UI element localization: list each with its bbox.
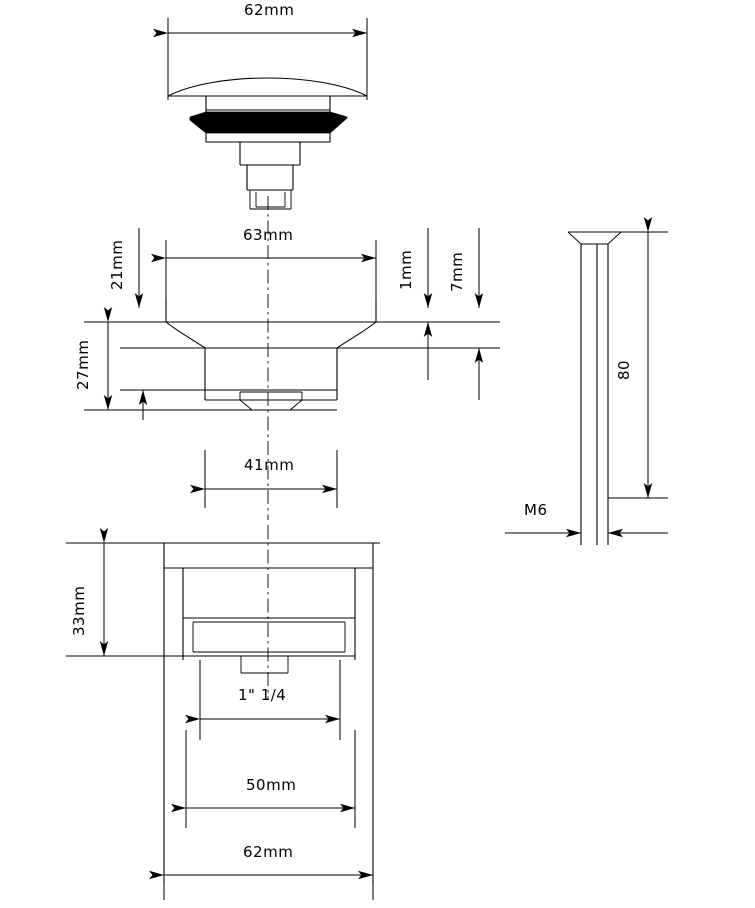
bottom-view-group: 33mm 1" 1/4 50mm 62mm [66,528,380,900]
gasket-seal-band [189,111,348,134]
dim-label-1mm: 1mm [397,250,415,290]
top-view-group: 62mm [153,1,368,210]
flange-fillet-left [165,321,206,349]
cap-dome-profile [167,77,368,97]
dim-label-m6: M6 [524,501,548,519]
dim-label-63mm: 63mm [243,226,293,244]
dim-label-33mm: 33mm [70,586,88,636]
dim-label-21mm: 21mm [108,240,126,290]
rod-view-group: 80 M6 [505,217,668,545]
rod-head-chamfer-left [567,231,582,245]
flange-fillet-right [336,321,377,349]
dim-label-1in14: 1" 1/4 [238,686,286,704]
dim-label-62mm-top: 62mm [244,1,294,19]
dim-label-41mm: 41mm [244,456,294,474]
dim-label-7mm: 7mm [448,252,466,292]
seat-chamfer [239,399,303,411]
dim-label-80: 80 [615,360,633,380]
middle-view-group: 63mm 21mm 1mm 7mm [74,226,500,508]
dim-label-27mm: 27mm [74,340,92,390]
dim-label-62mm-bottom: 62mm [243,843,293,861]
dim-label-50mm: 50mm [246,776,296,794]
rod-head-chamfer-right [607,231,622,245]
